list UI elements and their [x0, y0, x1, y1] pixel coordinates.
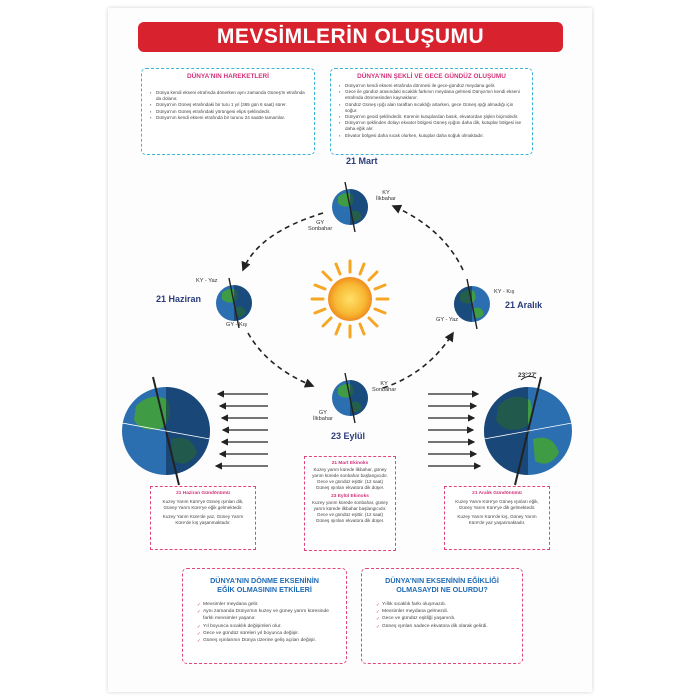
tilt-angle-label: 23°27'	[518, 372, 537, 379]
globe-june-icon	[216, 277, 252, 329]
tilt-effects-box: DÜNYA'NIN DÖNME EKSENİNİN EĞİK OLMASININ…	[182, 568, 347, 664]
list-item: Dünya'nın kendi ekseni etrafında bir tur…	[150, 115, 308, 121]
equinox-box: 21 Mart Ekinoks Kuzey yarım kürede ilkba…	[304, 456, 396, 551]
label-text: Sonbahar	[308, 226, 333, 233]
list-item: Dünya'nın şeklinden dolayı ekvator bölge…	[339, 120, 526, 132]
list-item: Güneş ışınları sadece ekvatora dik olara…	[376, 623, 516, 630]
tilt-effects-title: DÜNYA'NIN DÖNME EKSENİNİN EĞİK OLMASININ…	[210, 576, 319, 594]
poster: MEVSİMLERİN OLUŞUMU DÜNYA'NIN HAREKETLER…	[108, 8, 592, 692]
list-item: Aynı zamanda Dünya'nın kuzey ve güney ya…	[197, 608, 340, 622]
label-text: İlkbahar	[376, 196, 396, 203]
march-equinox-title: 21 Mart Ekinoks	[331, 461, 369, 466]
sunray-arrows-right	[428, 390, 482, 470]
no-tilt-title: DÜNYA'NIN EKSENİNİN EĞİKLİĞİ OLMASAYDI N…	[385, 576, 499, 594]
list-item: Gündüz Güneş ışığı alan taraftan sıcaklı…	[339, 102, 526, 114]
list-item: Gece ve gündüz süreleri yıl boyunca deği…	[197, 630, 340, 637]
label-june-gy: GY - Kış	[226, 322, 248, 328]
globe-december-icon	[454, 278, 490, 330]
earth-shape-box: DÜNYA'NIN ŞEKLİ VE GECE GÜNDÜZ OLUŞUMU D…	[330, 68, 533, 155]
label-sep-gy: GY İlkbahar	[313, 410, 333, 423]
label-text: KY	[382, 190, 390, 196]
december-solstice-text2: Kuzey Yarım Küre'de kış, Güney Yarım Kür…	[457, 514, 537, 525]
june-solstice-title: 21 Haziran Gündönümü	[176, 491, 230, 496]
sun-icon	[310, 259, 390, 339]
june-solstice-box: 21 Haziran Gündönümü Kuzey Yarım Küre'ye…	[150, 486, 256, 550]
december-solstice-title: 21 Aralık Gündönümü	[472, 491, 522, 496]
december-solstice-box: 21 Aralık Gündönümü Kuzey Yarım Küre'ye …	[444, 486, 550, 550]
orbit-arrows	[241, 204, 464, 389]
list-item: Dünya'nın kendi ekseni etrafında dönmesi…	[339, 83, 526, 89]
tilt-angle-arc	[520, 375, 537, 381]
orbit-diagram	[121, 181, 573, 486]
label-text: KY	[380, 381, 388, 387]
september-equinox-title: 23 Eylül Ekinoks	[331, 494, 369, 499]
list-item: Ekvator bölgesi daha sıcak olurken, kutu…	[339, 133, 526, 139]
big-globe-june-icon	[121, 376, 211, 486]
poster-title: MEVSİMLERİN OLUŞUMU	[138, 22, 563, 52]
list-item: Yıl boyunca sıcaklık değişimleri olur.	[197, 623, 340, 630]
no-tilt-box: DÜNYA'NIN EKSENİNİN EĞİKLİĞİ OLMASAYDI N…	[361, 568, 523, 664]
label-march-gy: GY Sonbahar	[308, 220, 332, 233]
list-item: Dünya'nın Güneş etrafındaki bir turu 1 y…	[150, 102, 308, 108]
date-march: 21 Mart	[346, 156, 378, 166]
december-solstice-text1: Kuzey Yarım Küre'ye Güneş ışınları eğik,…	[455, 499, 539, 510]
list-item: Gece ve gündüz eşitliği yaşanırdı.	[376, 615, 516, 622]
list-item: Dünya'nın geoid şeklindedir. Kürenin kut…	[339, 114, 526, 120]
earth-shape-title: DÜNYA'NIN ŞEKLİ VE GECE GÜNDÜZ OLUŞUMU	[357, 73, 506, 80]
earth-motions-title: DÜNYA'NIN HAREKETLERİ	[187, 73, 269, 80]
june-solstice-text1: Kuzey Yarım Küre'ye Güneş ışınları dik, …	[162, 499, 244, 510]
date-december: 21 Aralık	[505, 300, 543, 310]
label-dec-ky: KY - Kış	[494, 289, 515, 295]
label-text: GY	[318, 410, 327, 416]
label-sep-ky: KY Sonbahar	[372, 381, 396, 394]
globe-september-icon	[332, 372, 368, 424]
sunray-arrows-left	[214, 390, 268, 470]
date-june: 21 Haziran	[156, 294, 202, 304]
list-item: Gece ile gündüz arasındaki sıcaklık fark…	[339, 89, 526, 101]
label-text: İlkbahar	[313, 416, 333, 423]
earth-motions-box: DÜNYA'NIN HAREKETLERİ Dünya kendi ekseni…	[141, 68, 315, 155]
september-equinox-text: Kuzey yarım kürede sonbahar, güney yarım…	[311, 500, 389, 523]
june-solstice-text2: Kuzey Yarım Küre'de yaz, Güney Yarım Kür…	[162, 514, 244, 525]
list-item: Güneş ışınlarının Dünya üzerine geliş aç…	[197, 637, 340, 644]
label-june-ky: KY - Yaz	[196, 278, 218, 284]
globe-march-icon	[332, 181, 368, 233]
label-march-ky: KY İlkbahar	[376, 190, 396, 203]
label-text: Sonbahar	[372, 387, 397, 394]
label-text: GY	[316, 220, 325, 226]
list-item: Mevsimler meydana gelir.	[197, 601, 340, 608]
list-item: Yıllık sıcaklık farkı oluşmazdı.	[376, 601, 516, 608]
list-item: Dünya kendi ekseni etrafında dönerken ay…	[150, 90, 308, 102]
date-september: 23 Eylül	[331, 431, 366, 441]
label-dec-gy: GY - Yaz	[436, 317, 459, 323]
big-globe-december-icon	[483, 376, 573, 486]
list-item: Dünya'nın Güneş etrafındaki yörüngesi el…	[150, 109, 308, 115]
list-item: Mevsimler meydana gelmezdi.	[376, 608, 516, 615]
march-equinox-text: Kuzey yarım kürede ilkbahar, güney yarım…	[312, 467, 388, 490]
